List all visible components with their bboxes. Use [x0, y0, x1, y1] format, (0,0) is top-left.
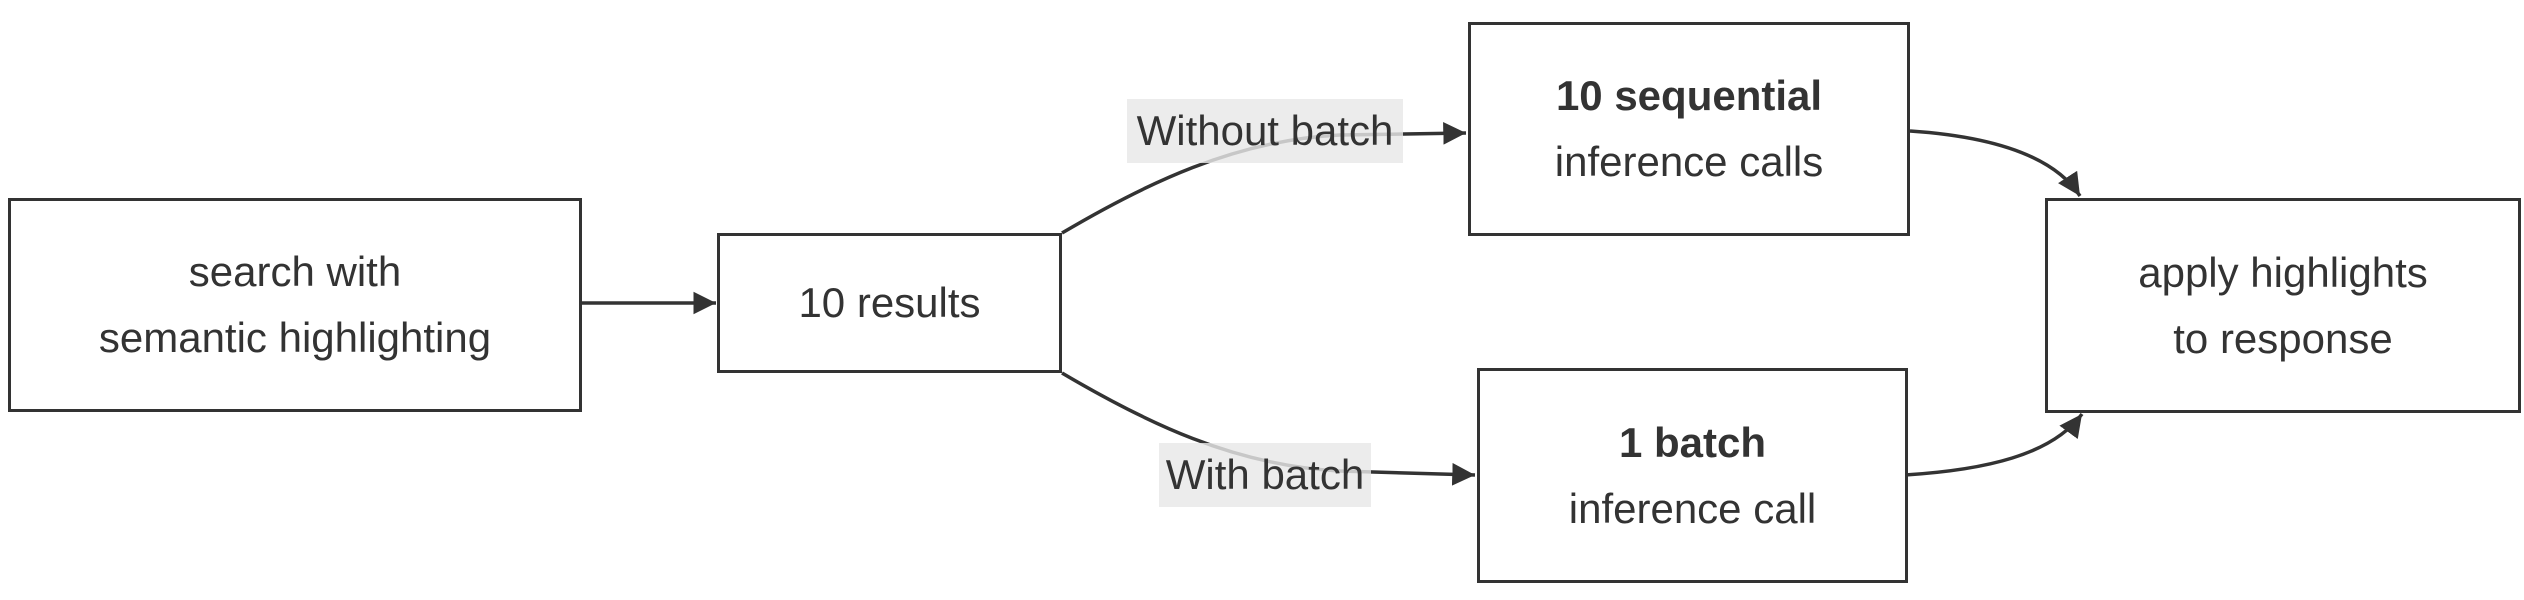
node-1-batch-inference-call: 1 batch inference call — [1477, 368, 1908, 583]
edge-batch-to-apply — [1904, 412, 2084, 477]
node-line: 1 batch — [1618, 418, 1767, 466]
node-line: apply highlights — [2138, 248, 2428, 296]
node-line: inference call — [1568, 484, 1817, 532]
node-10-sequential-inference-calls: 10 sequential inference calls — [1468, 22, 1910, 236]
node-search-with-semantic-highlighting: search with semantic highlighting — [8, 198, 582, 412]
node-line: semantic highlighting — [98, 314, 492, 361]
node-line: 10 sequential — [1555, 72, 1823, 119]
edge-sequential-to-apply — [1909, 129, 2082, 197]
node-line: search with — [188, 248, 402, 295]
node-10-results: 10 results — [717, 233, 1062, 373]
node-line: inference calls — [1554, 138, 1824, 185]
node-apply-highlights-to-response: apply highlights to response — [2045, 198, 2521, 413]
node-line: 10 results — [798, 279, 981, 326]
node-line: to response — [2173, 314, 2393, 362]
edge-label-with-batch: With batch — [1159, 443, 1371, 507]
edge-label-without-batch: Without batch — [1127, 99, 1403, 163]
